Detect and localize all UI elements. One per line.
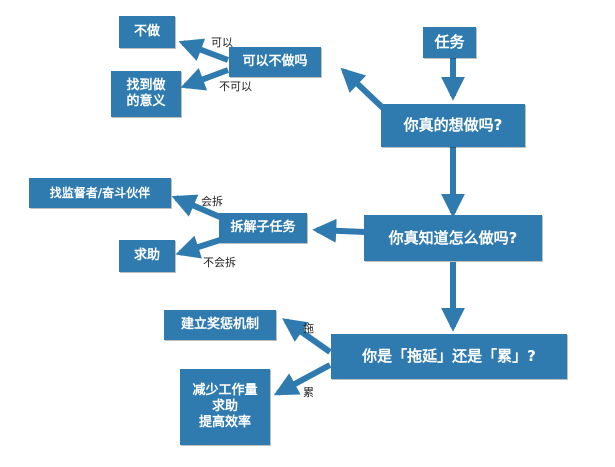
edge-label-can-split: 会拆 (201, 195, 223, 208)
node-really-want-text: 你真的想做吗? (403, 116, 503, 135)
node-find-supervisor-text: 找监督者/奋斗伙伴 (49, 185, 151, 200)
arrow-break-to-help (175, 235, 221, 259)
arrow-state-to-rewards (282, 318, 332, 355)
edge-label-procrastinate: 拖 (303, 322, 314, 335)
node-task-text: 任务 (434, 33, 465, 52)
arrow-skip-to-dontdo (178, 38, 230, 63)
node-find-meaning-text: 找到做 的意义 (126, 77, 166, 109)
node-reduce-work: 减少工作量 求助 提高效率 (180, 369, 270, 445)
node-ask-help: 求助 (119, 240, 175, 272)
edge-label-can: 可以 (211, 36, 233, 49)
node-break-down-text: 拆解子任务 (230, 219, 296, 235)
node-dont-do-text: 不做 (133, 23, 160, 39)
node-reduce-work-text: 减少工作量 求助 提高效率 (192, 382, 258, 431)
arrow-want-to-skip (340, 67, 388, 113)
node-procrastinate-or-tired-text: 你是「拖延」还是「累」? (362, 347, 536, 366)
node-find-meaning: 找到做 的意义 (111, 71, 181, 117)
arrow-know-to-break (312, 218, 366, 243)
node-procrastinate-or-tired: 你是「拖延」还是「累」? (331, 334, 567, 379)
node-can-skip: 可以不做吗 (229, 47, 321, 77)
node-know-how-text: 你真知道怎么做吗? (388, 228, 518, 247)
node-find-supervisor: 找监督者/奋斗伙伴 (29, 178, 171, 208)
node-build-rewards: 建立奖惩机制 (164, 310, 276, 340)
arrow-break-to-supervisor (171, 194, 222, 220)
arrow-skip-to-meaning (180, 67, 230, 91)
node-ask-help-text: 求助 (133, 247, 160, 263)
node-dont-do: 不做 (119, 16, 175, 48)
node-build-rewards-text: 建立奖惩机制 (180, 316, 259, 332)
arrow-state-to-reduce (273, 362, 332, 396)
node-can-skip-text: 可以不做吗 (242, 53, 308, 69)
node-task: 任务 (423, 27, 476, 58)
node-break-down: 拆解子任务 (219, 213, 307, 243)
edge-label-cannot-split: 不会拆 (203, 256, 236, 269)
node-really-want: 你真的想做吗? (381, 104, 525, 147)
edge-label-tired: 累 (303, 386, 314, 399)
node-know-how: 你真知道怎么做吗? (364, 215, 542, 261)
edge-label-cannot: 不可以 (219, 80, 252, 93)
